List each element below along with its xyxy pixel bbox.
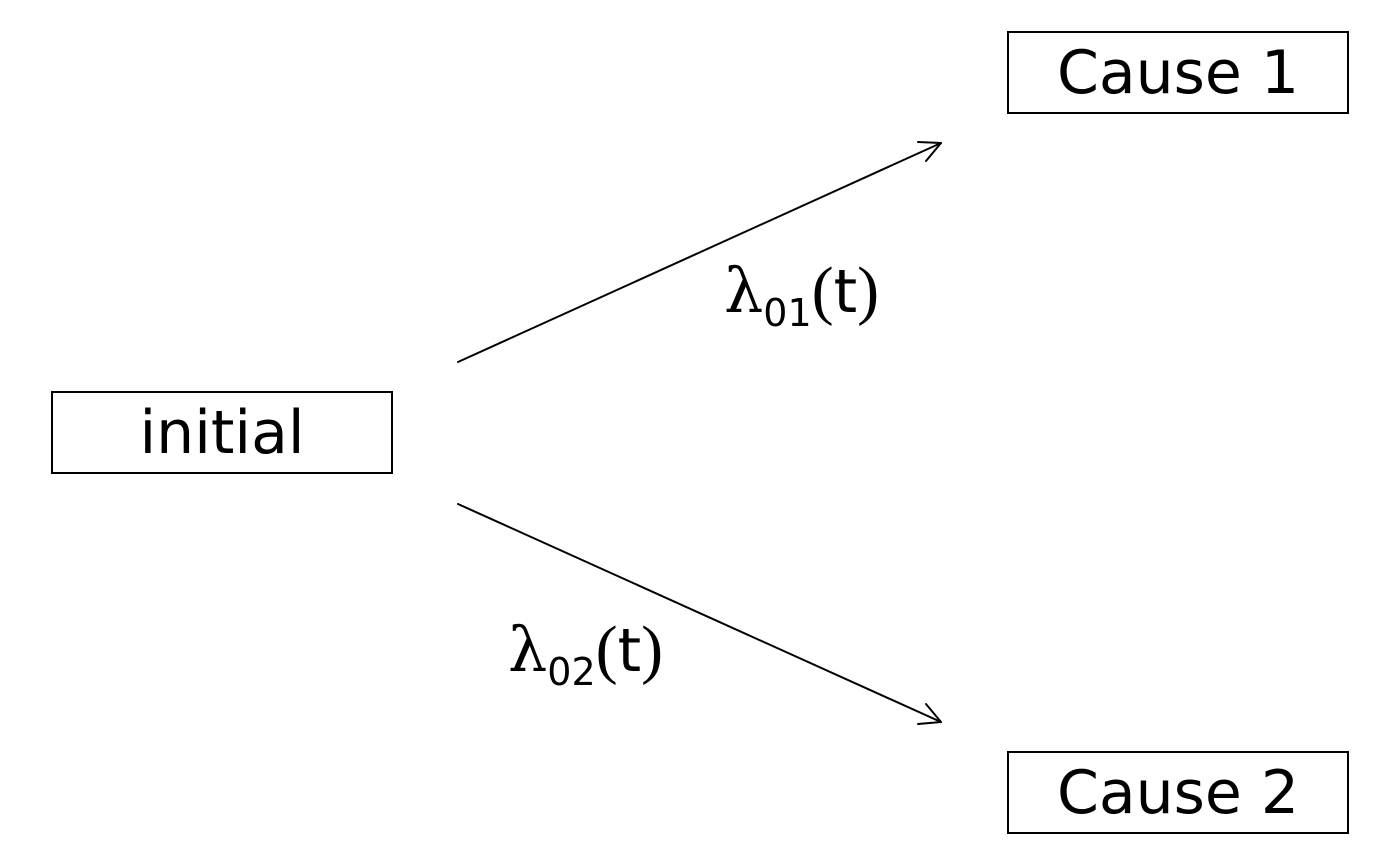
- state-label-cause-2: Cause 2: [1056, 757, 1300, 828]
- open-paren: (: [595, 613, 618, 686]
- hazard-label-01: λ01(t): [724, 257, 879, 335]
- lambda-subscript: 01: [763, 291, 812, 335]
- arrow-head-01: [917, 141, 942, 162]
- lambda-subscript: 02: [547, 650, 596, 694]
- state-box-cause-2: Cause 2: [1007, 751, 1349, 834]
- close-paren: ): [641, 613, 664, 686]
- time-argument: t: [833, 257, 858, 327]
- state-box-cause-1: Cause 1: [1007, 31, 1349, 114]
- open-paren: (: [811, 254, 834, 327]
- arrow-initial-to-cause-1: [457, 141, 942, 363]
- state-label-initial: initial: [139, 397, 305, 468]
- close-paren: ): [857, 254, 880, 327]
- arrow-shaft-02: [457, 503, 942, 723]
- hazard-label-02: λ02(t): [508, 616, 663, 694]
- arrow-head-02: [917, 703, 942, 725]
- time-argument: t: [617, 616, 642, 686]
- lambda-symbol: λ: [508, 613, 548, 686]
- state-label-cause-1: Cause 1: [1056, 37, 1300, 108]
- lambda-symbol: λ: [724, 254, 764, 327]
- arrow-shaft-01: [457, 142, 942, 363]
- arrow-initial-to-cause-2: [457, 503, 942, 725]
- state-box-initial: initial: [51, 391, 393, 474]
